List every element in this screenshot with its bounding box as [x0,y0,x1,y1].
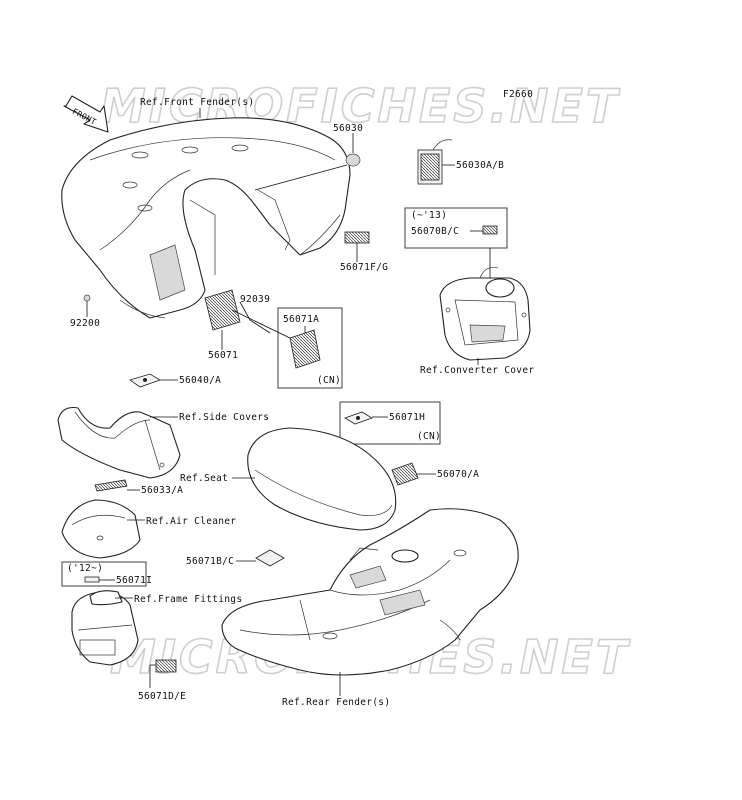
tag-56030ab-icon [417,139,453,185]
ref-rear-fender: Ref.Rear Fender(s) [282,697,390,708]
frame-fittings-drawing [71,590,139,666]
variant-box-upto13 [404,207,508,249]
label-56070bc: 56070B/C [411,226,459,237]
label-56030ab: 56030A/B [456,160,504,171]
diagram-code: F2660 [503,89,533,100]
ref-seat: Ref.Seat [180,473,228,484]
decal-56070a-icon [391,462,419,486]
side-covers-drawing [57,406,181,479]
decal-56071-icon [204,289,241,331]
grommet-56030-icon [345,153,361,167]
converter-cover-drawing [439,267,531,361]
ref-side-covers: Ref.Side Covers [179,412,269,423]
label-56071bc: 56071B/C [186,556,234,567]
label-56071: 56071 [208,350,238,361]
ref-air-cleaner: Ref.Air Cleaner [146,516,236,527]
decal-56071a-icon [289,329,321,369]
label-92039: 92039 [240,294,270,305]
note-upto13: (~'13) [411,210,447,221]
front-fender-drawing [61,117,351,319]
label-56030: 56030 [333,123,363,134]
label-56071h: 56071H [389,412,425,423]
label-56070a: 56070/A [437,469,479,480]
variant-box-cn-a [277,307,343,389]
note-from12: ('12~) [67,563,103,574]
label-56071i: 56071I [116,575,152,586]
variant-box-cn-h [339,401,441,445]
decal-56071de-icon [155,659,177,673]
seat-drawing [247,427,397,531]
air-cleaner-drawing [61,499,141,559]
bolt-92200-icon [83,294,91,302]
note-cn-h: (CN) [417,431,441,442]
label-56040a: 56040/A [179,375,221,386]
label-56033a: 56033/A [141,485,183,496]
label-56071fg: 56071F/G [340,262,388,273]
decal-56071fg-icon [344,231,370,244]
decal-56071bc-icon [255,549,285,567]
variant-box-from12 [61,561,147,587]
label-56071de: 56071D/E [138,691,186,702]
ref-converter-cover: Ref.Converter Cover [420,365,534,376]
ref-front-fender: Ref.Front Fender(s) [140,97,254,108]
label-56071a: 56071A [283,314,319,325]
decal-56070bc-icon [482,225,498,235]
rear-fender-drawing [221,508,519,676]
ref-frame-fittings: Ref.Frame Fittings [134,594,242,605]
decal-56071i-icon [84,576,100,583]
label-92200: 92200 [70,318,100,329]
note-cn-a: (CN) [317,375,341,386]
decal-56033a-icon [94,479,128,492]
